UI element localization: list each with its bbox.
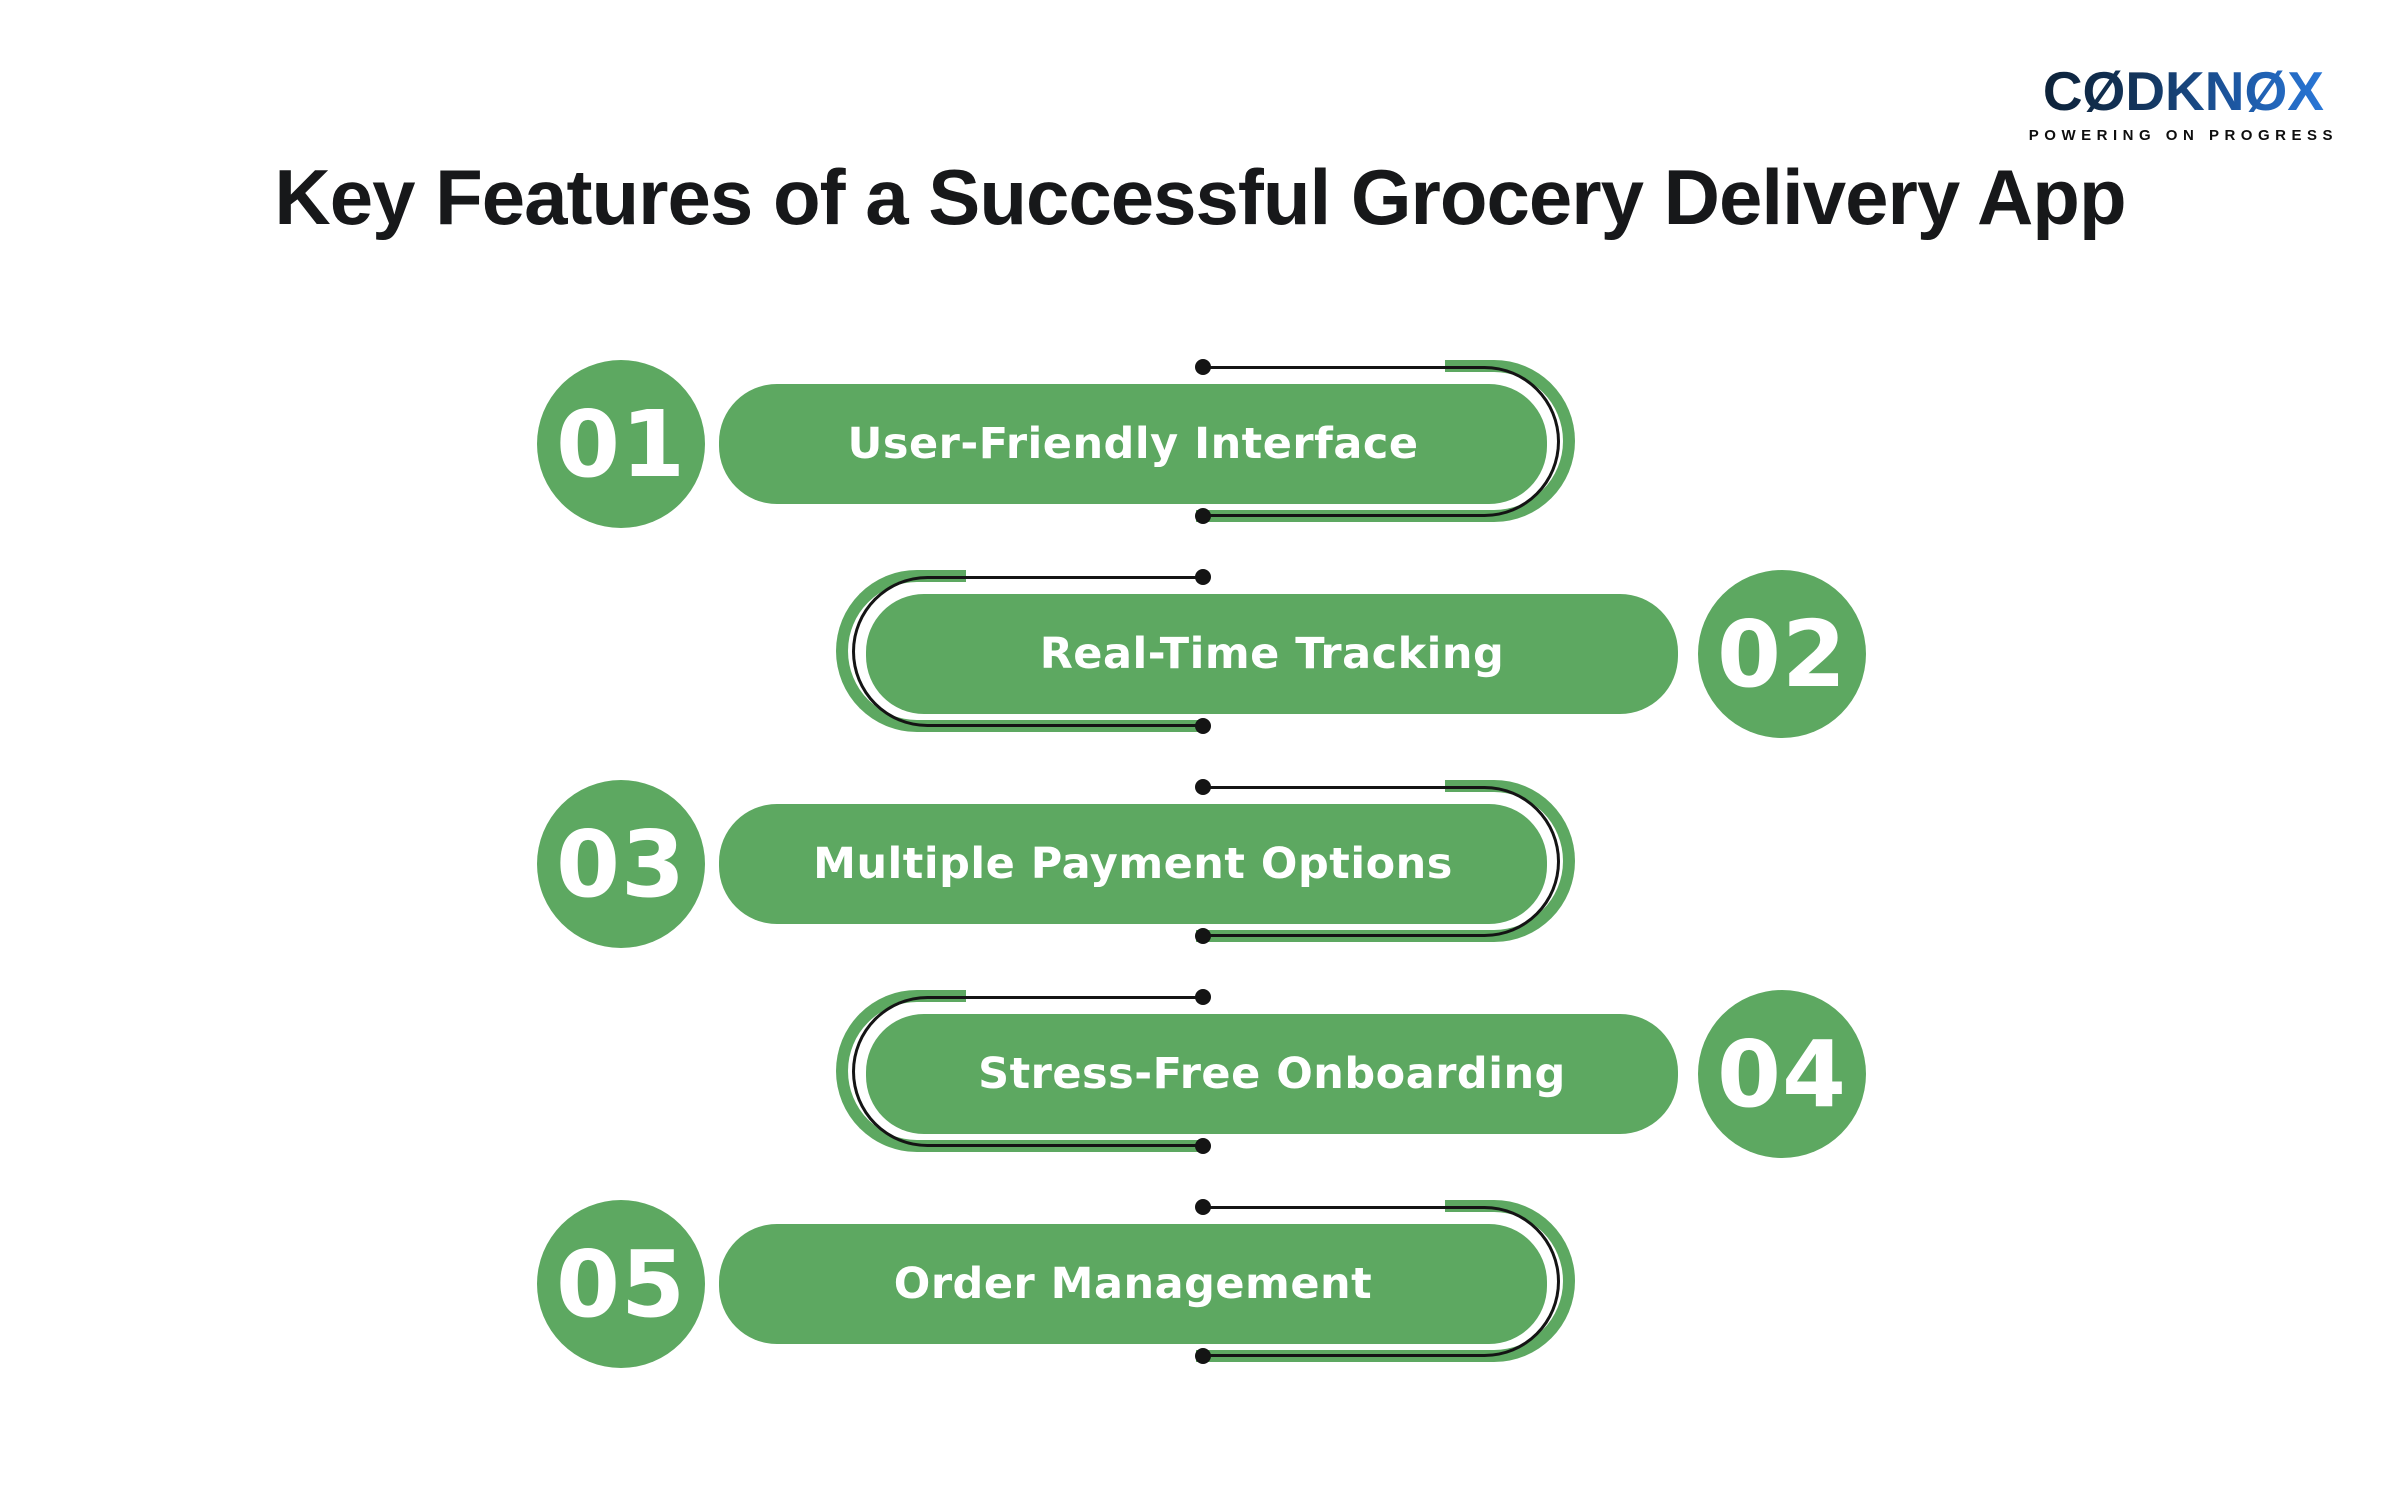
feature-number-badge: 02 [1698,570,1866,738]
feature-number-badge: 01 [537,360,705,528]
feature-label: Stress-Free Onboarding [978,1049,1566,1099]
feature-number: 02 [1716,600,1848,708]
feature-pill: User-Friendly Interface [719,384,1547,504]
feature-number-badge: 05 [537,1200,705,1368]
feature-pill: Real-Time Tracking [866,594,1678,714]
connector-line [1203,1206,1560,1357]
connector-line [1203,786,1560,937]
logo-wordmark: CØDKNØX [2029,64,2338,119]
connector-dot-top [1195,569,1211,585]
feature-number: 04 [1716,1020,1848,1128]
connector-dot-top [1195,359,1211,375]
connector-dot-bottom [1195,1348,1211,1364]
connector-dot-top [1195,989,1211,1005]
feature-label: Multiple Payment Options [813,839,1453,889]
feature-number-badge: 03 [537,780,705,948]
feature-label: User-Friendly Interface [847,419,1419,469]
connector-dot-bottom [1195,508,1211,524]
feature-number: 05 [555,1230,687,1338]
feature-number-badge: 04 [1698,990,1866,1158]
page-title: Key Features of a Successful Grocery Del… [274,153,2126,241]
logo: CØDKNØX POWERING ON PROGRESS [2028,64,2338,145]
connector-line [852,996,1203,1147]
connector-dot-top [1195,1199,1211,1215]
logo-tagline: POWERING ON PROGRESS [2028,127,2338,144]
feature-pill: Stress-Free Onboarding [866,1014,1678,1134]
feature-label: Order Management [893,1259,1373,1309]
connector-dot-bottom [1195,928,1211,944]
connector-dot-bottom [1195,718,1211,734]
feature-label: Real-Time Tracking [1039,629,1505,679]
feature-pill: Multiple Payment Options [719,804,1547,924]
connector-dot-bottom [1195,1138,1211,1154]
feature-number: 01 [555,390,687,498]
connector-dot-top [1195,779,1211,795]
feature-number: 03 [555,810,687,918]
connector-line [852,576,1203,727]
connector-line [1203,366,1560,517]
feature-pill: Order Management [719,1224,1547,1344]
